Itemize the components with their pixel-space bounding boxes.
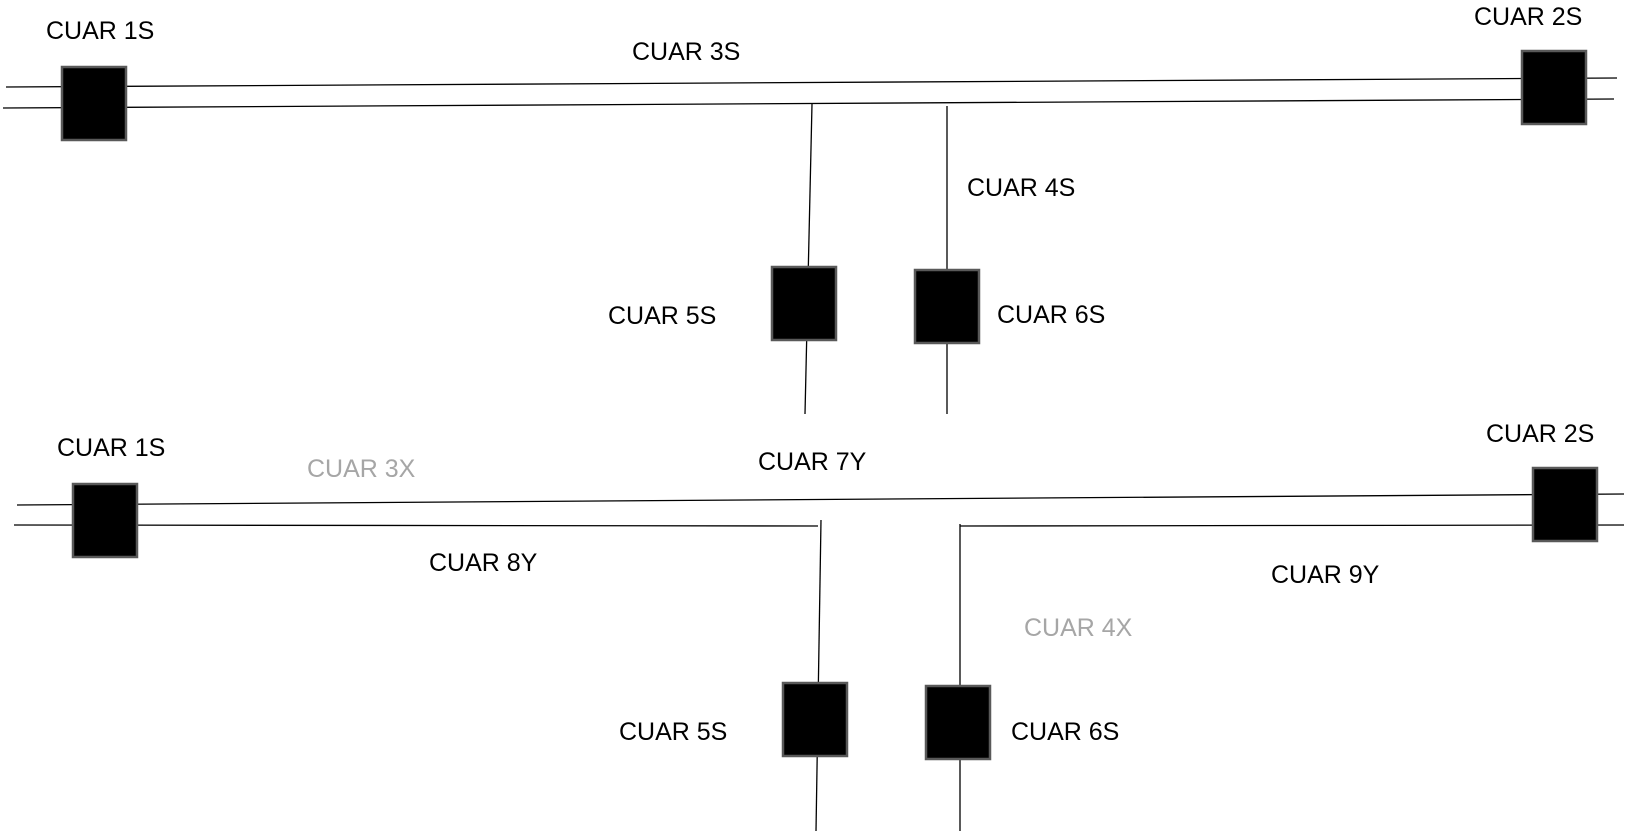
top-switch-6s xyxy=(913,268,981,345)
top-main-line-lower xyxy=(2,98,1615,109)
bottom-switch-2s xyxy=(1531,466,1599,543)
bottom-label-cuar-6s: CUAR 6S xyxy=(1011,718,1120,746)
bottom-switch-5s xyxy=(781,681,849,758)
top-label-cuar-2s: CUAR 2S xyxy=(1474,3,1583,31)
top-label-cuar-6s: CUAR 6S xyxy=(997,301,1106,329)
bottom-diagram xyxy=(13,466,1625,832)
bottom-label-cuar-9y: CUAR 9Y xyxy=(1271,561,1380,589)
top-switch-5s xyxy=(770,265,838,342)
top-label-cuar-4s: CUAR 4S xyxy=(967,174,1076,202)
bottom-branch-left-line xyxy=(815,519,822,832)
top-switch-1s xyxy=(60,65,128,142)
bottom-label-cuar-1s: CUAR 1S xyxy=(57,434,166,462)
top-label-cuar-1s: CUAR 1S xyxy=(46,17,155,45)
bottom-label-cuar-7y: CUAR 7Y xyxy=(758,448,867,476)
bottom-label-cuar-4x: CUAR 4X xyxy=(1024,614,1133,642)
top-diagram xyxy=(2,49,1618,415)
top-label-cuar-5s: CUAR 5S xyxy=(608,302,717,330)
bottom-label-cuar-5s: CUAR 5S xyxy=(619,718,728,746)
bottom-switch-6s xyxy=(924,684,992,761)
bottom-side-line-left xyxy=(13,524,819,527)
top-branch-left-line xyxy=(804,103,813,415)
bottom-label-cuar-3x: CUAR 3X xyxy=(307,455,416,483)
top-main-line-upper xyxy=(5,77,1618,88)
top-label-cuar-3s: CUAR 3S xyxy=(632,38,741,66)
bottom-label-cuar-2s: CUAR 2S xyxy=(1486,420,1595,448)
bottom-side-line-right xyxy=(959,524,1625,527)
bottom-label-cuar-8y: CUAR 8Y xyxy=(429,549,538,577)
bottom-switch-1s xyxy=(71,482,139,559)
bottom-main-line-upper xyxy=(16,493,1625,506)
top-switch-2s xyxy=(1520,49,1588,126)
